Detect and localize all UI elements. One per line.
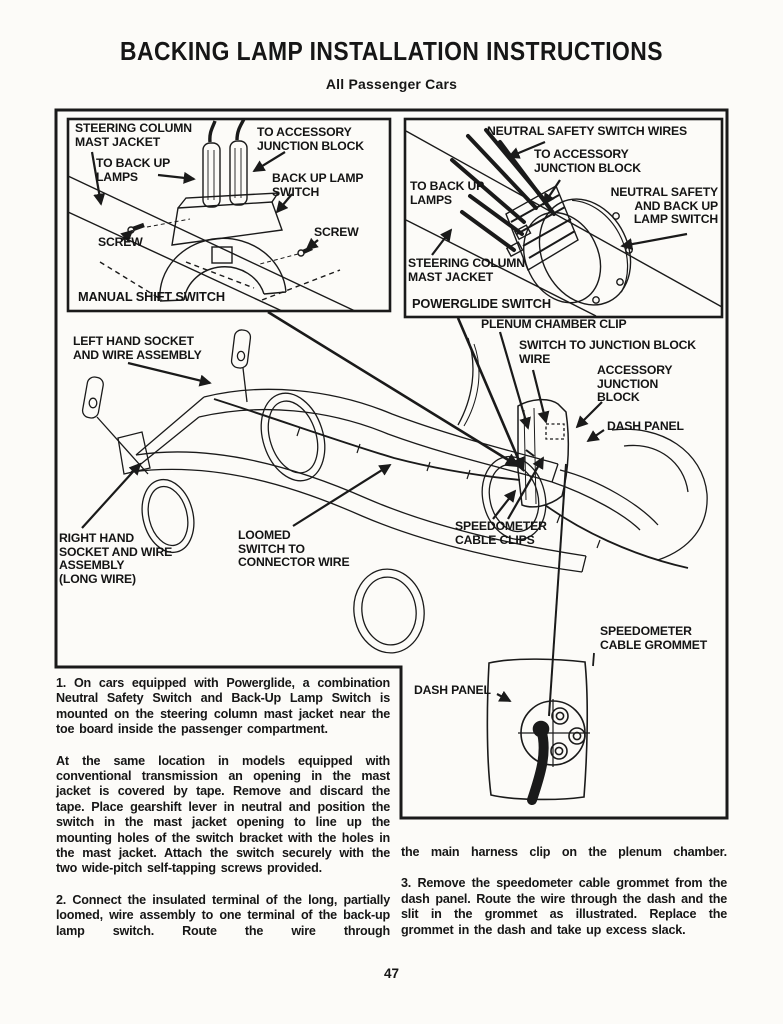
chassis-art [81, 329, 708, 654]
left-socket [230, 329, 252, 403]
label-steering-column-mast-jacket-manual: STEERING COLUMN MAST JACKET [75, 121, 192, 149]
instruction-step-1: 1. On cars equipped with Powerglide, a c… [56, 676, 390, 737]
wheel [141, 478, 195, 554]
label-switch-to-junction-block-wire: SWITCH TO JUNCTION BLOCK WIRE [519, 338, 696, 366]
instructions-left-column: 1. On cars equipped with Powerglide, a c… [56, 676, 390, 939]
label-accessory-junction-block: ACCESSORY JUNCTION BLOCK [597, 363, 673, 405]
instruction-step-1b: At the same location in models equipped … [56, 753, 390, 876]
instructions-right-column: the main harness clip on the plenum cham… [401, 845, 727, 938]
label-dash-panel: DASH PANEL [607, 419, 684, 433]
label-to-accessory-junction-block-pg: TO ACCESSORY JUNCTION BLOCK [534, 147, 641, 175]
label-speedometer-cable-clips: SPEEDOMETER CABLE CLIPS [455, 519, 547, 547]
label-steering-column-mast-jacket-pg: STEERING COLUMN MAST JACKET [408, 256, 525, 284]
label-neutral-safety-switch-wires: NEUTRAL SAFETY SWITCH WIRES [487, 124, 687, 138]
figure-border [54, 108, 729, 820]
label-screw-left: SCREW [98, 235, 143, 249]
instruction-step-2-continued: the main harness clip on the plenum cham… [401, 845, 727, 859]
label-loomed-switch-to-connector-wire: LOOMED SWITCH TO CONNECTOR WIRE [238, 528, 350, 570]
page-subtitle: All Passenger Cars [325, 76, 458, 92]
label-back-up-lamp-switch: BACK UP LAMP SWITCH [272, 171, 364, 199]
label-screw-right: SCREW [314, 225, 359, 239]
page-number: 47 [383, 966, 400, 981]
label-dash-panel-inset: DASH PANEL [414, 683, 491, 697]
label-neutral-safety-and-back-up-lamp-switch: NEUTRAL SAFETY AND BACK UP LAMP SWITCH [610, 185, 719, 227]
caption-powerglide-switch: POWERGLIDE SWITCH [412, 296, 551, 311]
manual-shift-switch-art [67, 118, 356, 312]
label-to-accessory-junction-block-manual: TO ACCESSORY JUNCTION BLOCK [257, 125, 364, 153]
wheel [260, 392, 326, 482]
caption-manual-shift-switch: MANUAL SHIFT SWITCH [78, 289, 225, 304]
grommet-holes [550, 707, 586, 760]
wheel [353, 568, 425, 654]
dash-panel-shape [517, 398, 570, 508]
instruction-step-3: 3. Remove the speedometer cable grommet … [401, 876, 727, 937]
page-title: BACKING LAMP INSTALLATION INSTRUCTIONS [120, 36, 663, 66]
label-speedometer-cable-grommet: SPEEDOMETER CABLE GROMMET [600, 624, 708, 652]
right-socket [81, 376, 151, 475]
label-to-back-up-lamps-manual: TO BACK UP LAMPS [96, 156, 171, 184]
label-left-hand-socket: LEFT HAND SOCKET AND WIRE ASSEMBLY [73, 334, 202, 362]
leader-arrows [81, 140, 688, 717]
screw-left-icon [127, 218, 191, 234]
label-right-hand-socket: RIGHT HAND SOCKET AND WIRE ASSEMBLY (LON… [59, 531, 173, 586]
label-to-back-up-lamps-pg: TO BACK UP LAMPS [410, 179, 485, 207]
dash-grommet-art [486, 658, 590, 805]
label-plenum-chamber-clip: PLENUM CHAMBER CLIP [481, 317, 627, 331]
instruction-step-2: 2. Connect the insulated terminal of the… [56, 892, 390, 938]
